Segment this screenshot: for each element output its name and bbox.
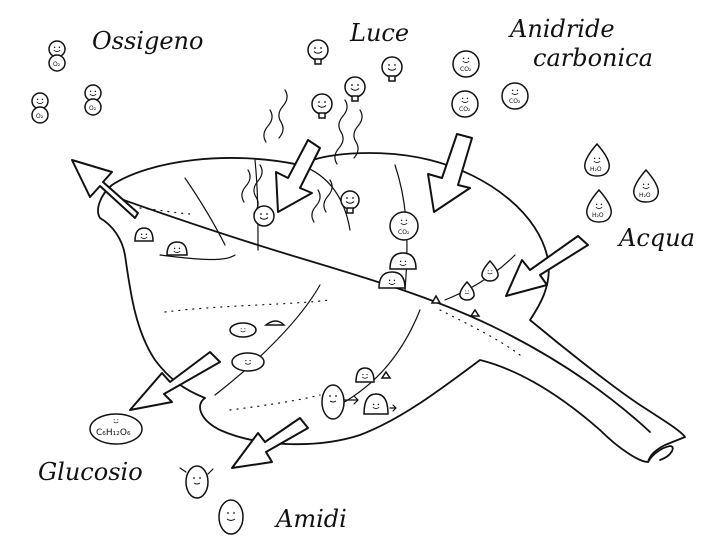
vein-6 <box>214 284 321 396</box>
co2-formula: CO₂ <box>509 98 521 105</box>
light-bulb-character <box>344 76 366 102</box>
dotted-line-2 <box>439 309 521 356</box>
inner-characters <box>229 320 397 420</box>
starch-output-character <box>179 465 214 499</box>
h2o-drop: H₂O <box>584 142 610 177</box>
o2-molecule: O₂ <box>84 84 102 116</box>
label-light: Luce <box>349 19 409 47</box>
arrow-light-in <box>275 139 321 213</box>
label-oxygen: Ossigeno <box>92 27 203 55</box>
glucose-blob <box>231 352 265 372</box>
arrow-co2-in <box>427 133 473 213</box>
label-water: Acqua <box>617 224 695 252</box>
starch-blob <box>355 367 375 383</box>
tiny-drop <box>469 308 481 317</box>
co2-molecule-in-leaf: CO₂ <box>389 211 419 241</box>
arrow-starch-out <box>231 417 309 469</box>
co2-formula: CO₂ <box>398 229 410 236</box>
co2-molecules: CO₂ CO₂ CO₂ CO₂ <box>378 50 529 289</box>
glucose-formula: C₆H₁₂O₆ <box>96 428 131 438</box>
leaf-midrib <box>117 197 651 433</box>
co2-molecule: CO₂ <box>501 82 529 110</box>
leaf-stem-tip <box>647 445 674 463</box>
arrow-glucose-out <box>129 351 221 411</box>
tiny-arrow <box>389 404 397 412</box>
tiny-drop <box>380 370 392 379</box>
tiny-drop <box>430 294 442 304</box>
co2-molecule: CO₂ <box>452 50 480 78</box>
o2-formula: O₂ <box>36 113 44 120</box>
blob-in-leaf <box>378 271 406 289</box>
label-co2-line1: Anidride <box>508 15 615 43</box>
small-blob <box>263 320 286 326</box>
co2-formula: CO₂ <box>460 66 472 73</box>
o2-molecule: O₂ <box>31 92 49 124</box>
glucose-molecule: C₆H₁₂O₆ <box>89 413 143 445</box>
handoff-arrow <box>343 395 359 405</box>
dotted-line-3 <box>229 394 321 411</box>
o2-blob-in-leaf <box>166 241 188 256</box>
co2-molecule: CO₂ <box>451 90 479 118</box>
arrow-oxygen-out <box>71 159 139 219</box>
starch-blob <box>363 393 389 415</box>
h2o-formula: H₂O <box>592 212 604 219</box>
label-starch: Amidi <box>274 505 347 533</box>
vein-4 <box>444 254 516 301</box>
light-characters <box>253 39 403 227</box>
light-bulb-character <box>253 205 275 227</box>
label-co2-line2: carbonica <box>533 44 653 72</box>
h2o-formula: H₂O <box>639 192 651 199</box>
o2-formula: O₂ <box>53 61 61 68</box>
o2-blob-in-leaf <box>134 227 154 242</box>
light-rays <box>241 89 363 223</box>
h2o-drop: H₂O <box>586 188 612 223</box>
starch-output-character <box>218 499 244 535</box>
oxygen-molecules: O₂ O₂ O₂ <box>31 40 188 256</box>
dotted-line-1 <box>164 299 331 313</box>
o2-molecule: O₂ <box>48 40 66 72</box>
vein-1 <box>184 177 226 246</box>
light-bulb-character <box>311 93 333 119</box>
h2o-formula: H₂O <box>590 166 602 173</box>
glucose-blob <box>229 322 257 338</box>
vein-5 <box>159 254 236 261</box>
starch-character <box>321 384 345 420</box>
o2-formula: O₂ <box>89 105 97 112</box>
co2-formula: CO₂ <box>459 106 471 113</box>
light-bulb-character <box>381 56 403 82</box>
small-drop-in-leaf <box>459 280 475 301</box>
arrow-water-in <box>505 235 589 297</box>
light-bulb-character <box>340 190 360 214</box>
light-bulb-character <box>307 39 329 65</box>
water-drops: H₂O H₂O H₂O <box>380 142 659 379</box>
dotted-line-4 <box>139 207 191 215</box>
label-glucose: Glucosio <box>38 458 143 486</box>
blob-in-leaf <box>389 252 417 270</box>
small-drop-in-leaf <box>481 259 499 282</box>
h2o-drop: H₂O <box>633 168 659 203</box>
